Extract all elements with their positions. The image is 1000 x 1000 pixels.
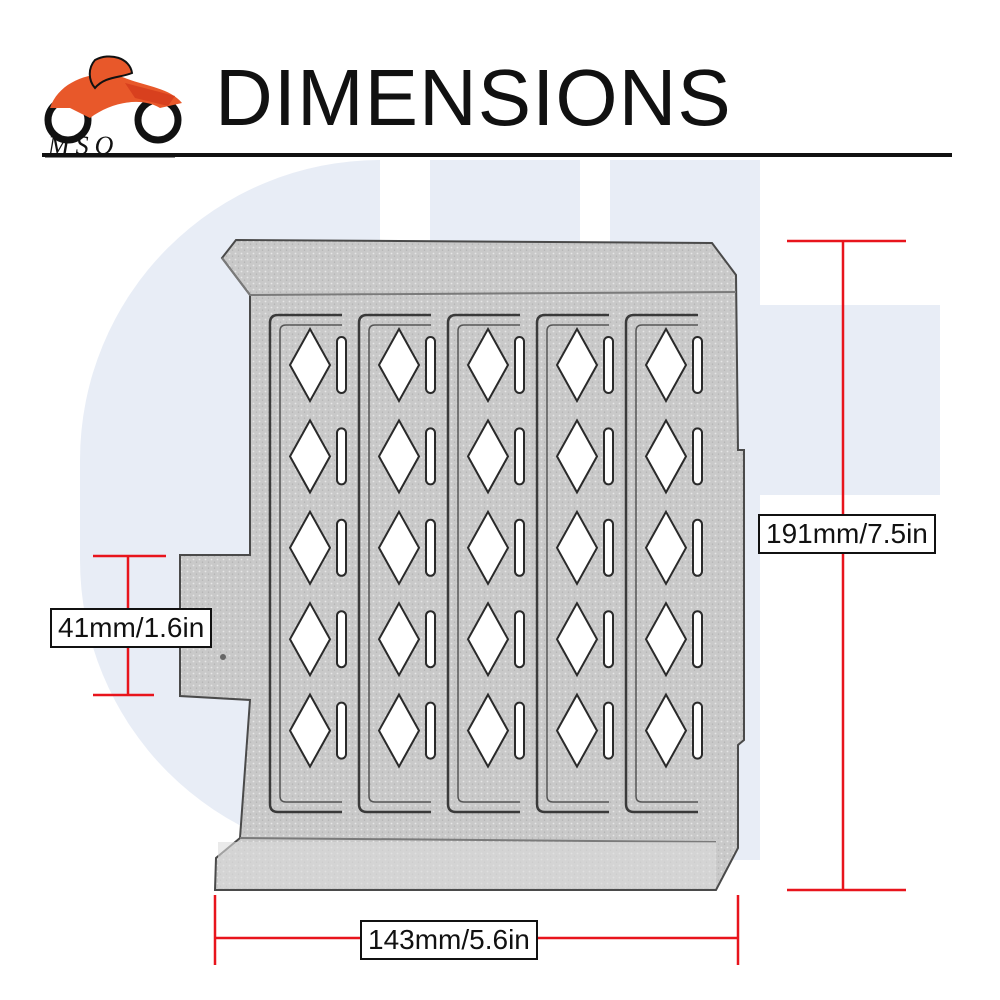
slot-cutout	[336, 336, 347, 394]
slot-cutout	[692, 336, 703, 394]
slot-cutout	[336, 610, 347, 669]
slot-cutout	[514, 336, 525, 394]
slot-cutout	[425, 427, 436, 486]
diamond-cutout	[288, 509, 332, 586]
height-dimension-line	[787, 239, 906, 892]
slot-cutout	[425, 701, 436, 760]
slot-cutout	[514, 427, 525, 486]
diamond-cutout	[377, 418, 421, 495]
logo-bike-body	[50, 74, 182, 118]
slot-cutout	[425, 518, 436, 577]
slot-cutout	[603, 518, 614, 577]
diamond-cutout	[644, 692, 688, 769]
logo-rider	[88, 55, 134, 90]
perforation-frame	[446, 313, 520, 814]
slot-cutout	[425, 610, 436, 669]
diamond-cutout	[377, 509, 421, 586]
diamond-cutout	[466, 601, 510, 678]
slot-cutout	[336, 427, 347, 486]
diamond-cutout	[288, 601, 332, 678]
perforation-frame-inner	[546, 324, 609, 803]
slot-cutout	[336, 701, 347, 760]
slot-cutout	[336, 518, 347, 577]
diamond-cutout	[377, 692, 421, 769]
diamond-cutout	[644, 418, 688, 495]
diamond-cutout	[555, 601, 599, 678]
slot-cutout	[692, 427, 703, 486]
diamond-cutout	[555, 509, 599, 586]
perforation-frame-inner	[457, 324, 520, 803]
perforation-frame-inner	[279, 324, 342, 803]
diamond-cutout	[466, 326, 510, 404]
slot-cutout	[514, 610, 525, 669]
slot-cutout	[603, 427, 614, 486]
watermark-block-far-right	[760, 305, 940, 495]
diamond-cutout	[644, 601, 688, 678]
slot-cutout	[514, 518, 525, 577]
diamond-cutout	[288, 692, 332, 769]
height-label: 191mm/7.5in	[758, 514, 936, 554]
diamond-cutout	[466, 692, 510, 769]
title-underline	[42, 153, 952, 157]
slot-cutout	[692, 610, 703, 669]
diamond-cutout	[466, 418, 510, 495]
plate-bottom-flange	[218, 842, 716, 888]
perforation-frame-inner	[635, 324, 698, 803]
diamond-cutout	[288, 326, 332, 404]
slot-cutout	[692, 701, 703, 760]
slot-cutout	[692, 518, 703, 577]
tab-label: 41mm/1.6in	[50, 608, 213, 648]
perforation-frame	[357, 313, 431, 814]
slot-cutout	[514, 701, 525, 760]
perforation-columns	[268, 313, 703, 814]
diamond-cutout	[288, 418, 332, 495]
diamond-cutout	[555, 326, 599, 404]
width-label: 143mm/5.6in	[360, 920, 538, 960]
logo-fairing	[125, 83, 175, 106]
perforation-frame	[624, 313, 698, 814]
plate-bend-top	[221, 257, 737, 297]
diamond-cutout	[377, 326, 421, 404]
diamond-cutout	[644, 326, 688, 404]
diamond-cutout	[644, 509, 688, 586]
mounting-hole	[220, 654, 226, 660]
slot-cutout	[603, 701, 614, 760]
slot-cutout	[425, 336, 436, 394]
diamond-cutout	[466, 509, 510, 586]
perforation-frame	[535, 313, 609, 814]
slot-cutout	[603, 610, 614, 669]
diamond-cutout	[377, 601, 421, 678]
plate-bend-bottom	[239, 837, 717, 843]
slot-cutout	[603, 336, 614, 394]
perforation-frame-inner	[368, 324, 431, 803]
perforation-frame	[268, 313, 342, 814]
diamond-cutout	[555, 418, 599, 495]
diamond-cutout	[555, 692, 599, 769]
page-title: DIMENSIONS	[215, 53, 732, 142]
